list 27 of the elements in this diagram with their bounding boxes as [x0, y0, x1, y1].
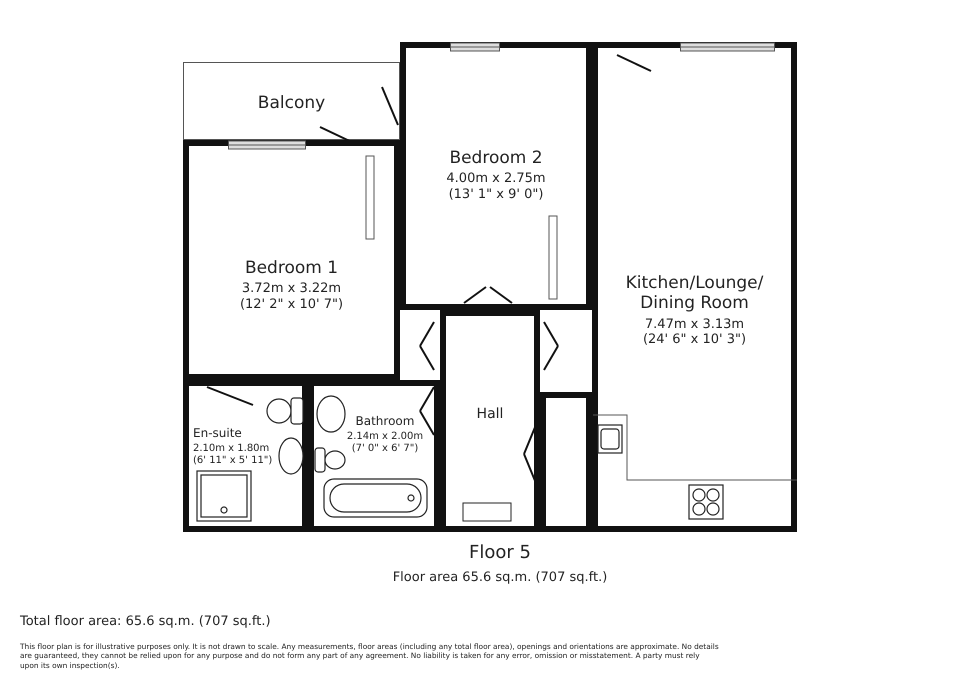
room-name: Bedroom 2	[449, 148, 543, 168]
floor-area-text: Floor area 65.6 sq.m. (707 sq.ft.)	[392, 570, 608, 586]
room-dimensions-imperial: (12' 2" x 10' 7")	[240, 296, 344, 313]
room-dimensions: 2.14m x 2.00m	[346, 431, 424, 443]
room-dimensions-imperial: (24' 6" x 10' 3")	[642, 332, 746, 348]
cupboard-outline	[540, 392, 592, 532]
room-dimensions-imperial: (13' 1" x 9' 0")	[448, 186, 544, 203]
room-name: Hall	[476, 406, 504, 423]
room-outline	[440, 310, 540, 532]
room-dimensions: 7.47m x 3.13m	[644, 316, 744, 332]
room-dimensions: 4.00m x 2.75m	[446, 171, 546, 187]
room-outline	[592, 42, 797, 532]
room-name: Bedroom 1	[244, 258, 338, 278]
room-name: Bathroom	[356, 414, 414, 428]
room-name: En-suite	[193, 426, 242, 440]
room-outline	[308, 380, 440, 532]
floor-title: Floor 5	[468, 542, 532, 563]
room-name: Balcony	[258, 93, 326, 114]
room-dimensions-imperial: (6' 11" x 5' 11")	[193, 455, 272, 468]
room-name: Kitchen/Lounge/ Dining Room	[624, 273, 764, 314]
room-outline	[183, 380, 308, 532]
room-dimensions: 2.10m x 1.80m	[193, 443, 270, 455]
balcony-outline	[183, 62, 400, 140]
room-dimensions-imperial: (7' 0" x 6' 7")	[352, 443, 418, 456]
room-dimensions: 3.72m x 3.22m	[242, 281, 342, 297]
total-floor-area-text: Total floor area: 65.6 sq.m. (707 sq.ft.)	[20, 614, 272, 630]
room-outline	[400, 42, 592, 310]
